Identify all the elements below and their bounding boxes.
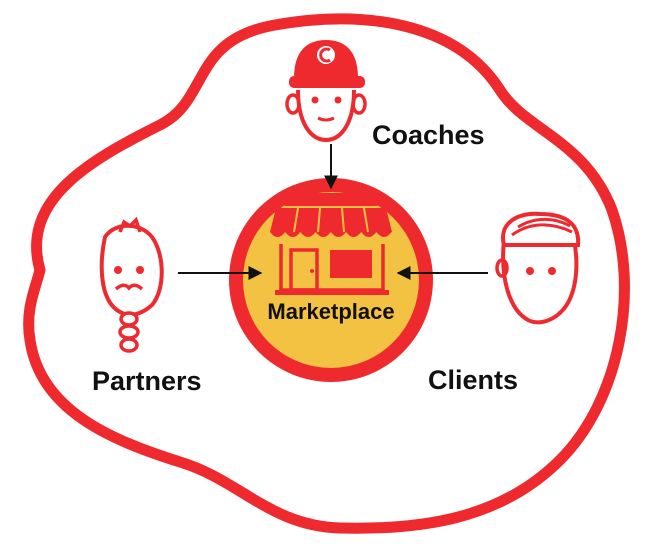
ecosystem-boundary — [23, 13, 630, 534]
client-face-icon — [495, 211, 581, 325]
coaches-label: Coaches — [372, 120, 485, 150]
storefront-icon — [270, 193, 392, 295]
partner-mustache-face-icon — [99, 216, 164, 353]
marketplace-label: Marketplace — [267, 299, 395, 324]
clients-label: Clients — [428, 365, 519, 395]
coach-cap-face-icon — [285, 40, 367, 143]
partners-label: Partners — [92, 366, 202, 396]
